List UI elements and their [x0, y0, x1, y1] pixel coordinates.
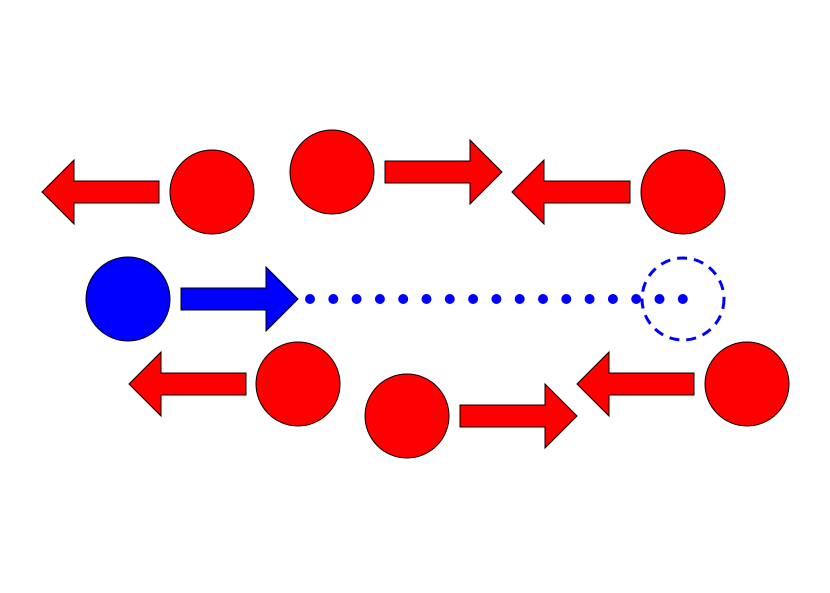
- arrow-right-icon: [459, 382, 578, 450]
- trail-dot: [607, 294, 618, 304]
- dotted-trail: [305, 294, 688, 304]
- red-particle-group-bottom-1: [128, 341, 341, 427]
- blue-particle-group: [85, 256, 726, 342]
- red-particle-icon: [704, 341, 790, 427]
- trail-dot: [631, 294, 642, 304]
- arrow-right-icon: [384, 138, 503, 206]
- blue-particle-icon: [85, 256, 171, 342]
- arrow-left-icon: [128, 350, 247, 418]
- trail-dot: [561, 294, 572, 304]
- trail-dot: [514, 294, 525, 304]
- red-particle-group-bottom-2: [364, 373, 578, 459]
- red-particle-icon: [364, 373, 450, 459]
- red-particle-group-top-1: [41, 149, 255, 235]
- red-particle-group-bottom-3: [576, 341, 790, 427]
- red-particle-icon: [169, 149, 255, 235]
- red-particle-icon: [255, 341, 341, 427]
- trail-dot: [654, 294, 665, 304]
- trail-dot: [305, 294, 315, 304]
- arrow-left-icon: [576, 350, 695, 418]
- trail-dot: [398, 294, 409, 304]
- trail-dot: [538, 294, 548, 304]
- red-particle-icon: [289, 129, 375, 215]
- red-particle-group-top-3: [511, 149, 726, 235]
- trail-dot: [677, 294, 688, 304]
- trail-dot: [421, 294, 432, 304]
- arrow-left-icon: [511, 158, 631, 226]
- trail-dot: [491, 294, 502, 304]
- trail-dot: [374, 294, 385, 304]
- trail-dot: [351, 294, 362, 304]
- arrow-right-icon: [180, 265, 299, 333]
- trail-dot: [328, 294, 339, 304]
- blue-ghost-particle-icon: [640, 256, 726, 342]
- trail-dot: [444, 294, 455, 304]
- trail-dot: [584, 294, 595, 304]
- trail-dot: [468, 294, 479, 304]
- arrow-left-icon: [41, 158, 160, 226]
- red-particle-icon: [640, 149, 726, 235]
- red-particle-group-top-2: [289, 129, 503, 215]
